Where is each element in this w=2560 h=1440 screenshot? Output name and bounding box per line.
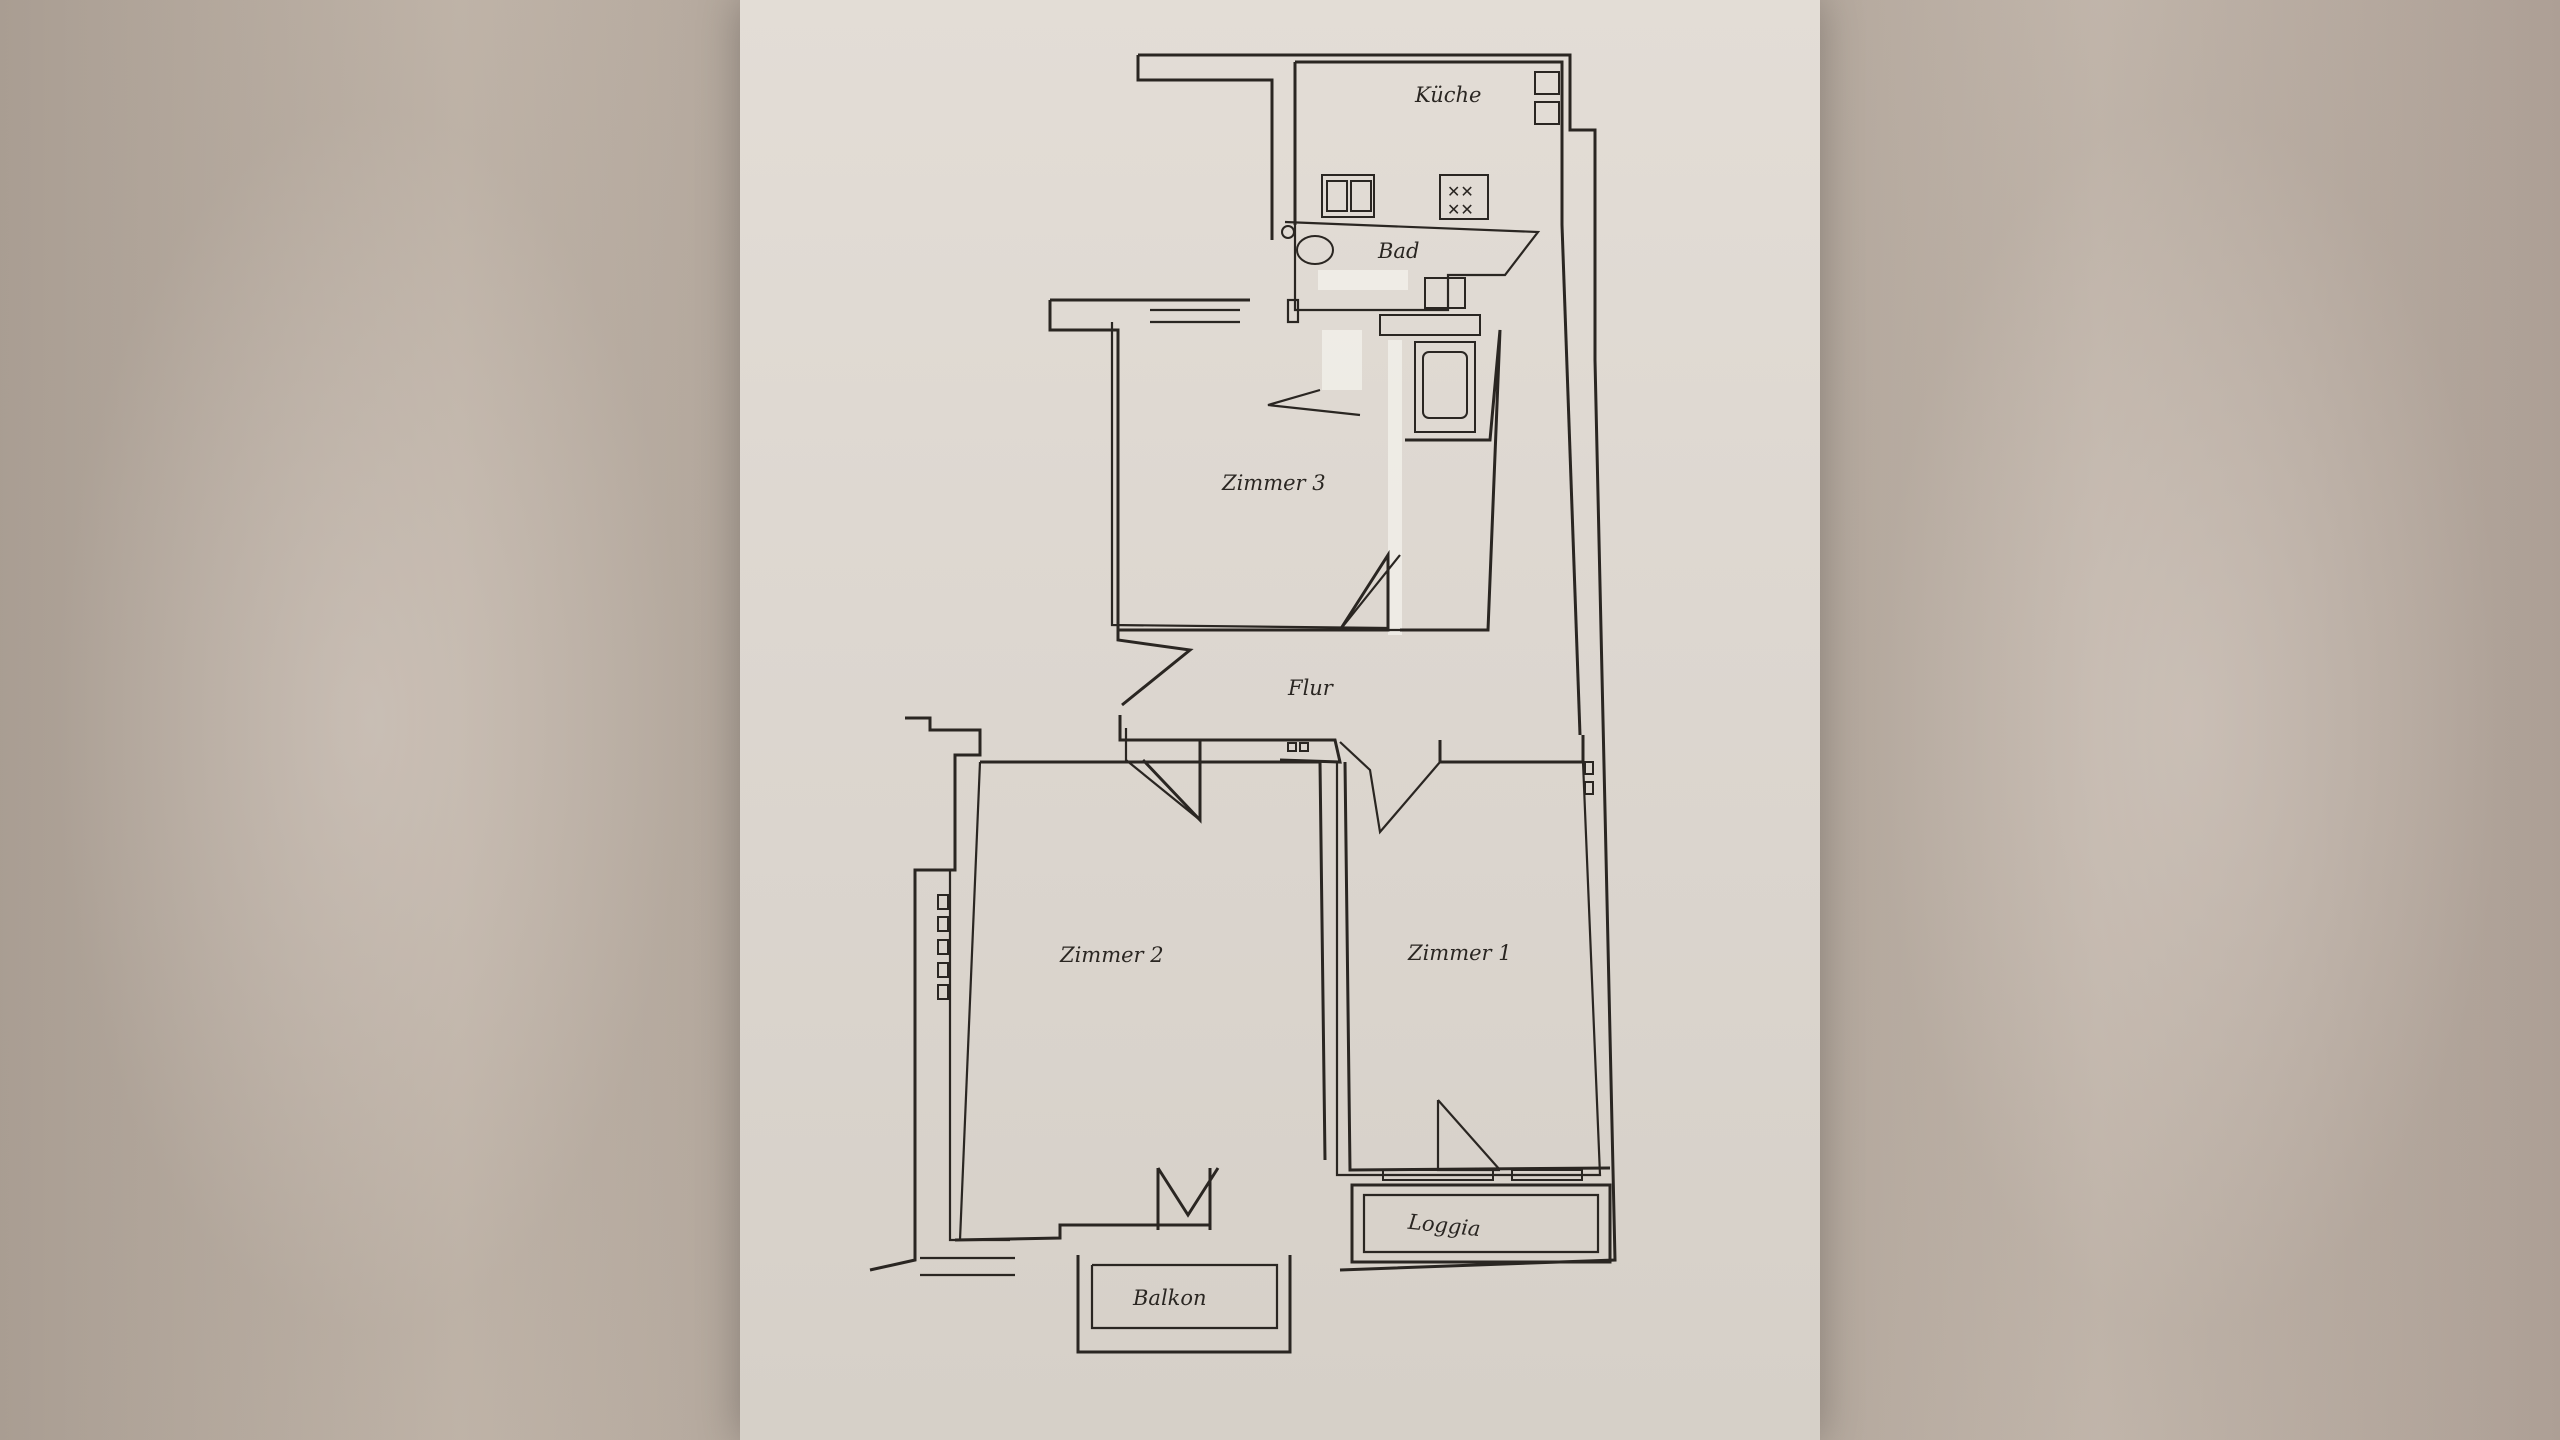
sink-icon <box>1321 174 1375 218</box>
window-icon <box>937 894 949 910</box>
chimney-icon <box>1534 101 1560 125</box>
flur-right-wall <box>1438 735 1585 764</box>
floor-plan-drawing: ✕✕ ✕✕ <box>869 53 1617 1354</box>
balkon-walls <box>1076 1255 1292 1354</box>
room-label-kueche: Küche <box>1414 83 1481 107</box>
correction-tape <box>1322 330 1362 390</box>
room-label-balkon: Balkon <box>1132 1286 1207 1310</box>
outer-wall-right <box>1339 359 1617 1272</box>
bathtub-inner-icon <box>1422 351 1468 419</box>
balkon-door <box>1156 1167 1220 1230</box>
correction-tape <box>1318 270 1408 290</box>
shelf-icon <box>1379 314 1481 336</box>
zimmer2-left-wall <box>948 870 1010 1242</box>
loggia-door <box>1436 1099 1501 1172</box>
blurred-left-margin <box>0 0 740 1440</box>
stove-burner-icon: ✕✕ <box>1447 200 1474 219</box>
outer-wall-top <box>1138 53 1597 360</box>
zimmer2-inner-left <box>958 761 982 1241</box>
zimmer1-walls <box>1343 761 1611 1172</box>
zimmer3-door-swing <box>1337 554 1401 632</box>
zimmer2-bottom-wall <box>954 1223 1210 1242</box>
sink-basin-right-icon <box>1350 180 1372 212</box>
threshold-icon <box>1511 1169 1583 1181</box>
zimmer2-outer-walls <box>869 716 982 1272</box>
room-label-flur: Flur <box>1287 676 1335 700</box>
toilet-icon <box>1296 235 1334 265</box>
flur-walls <box>1116 630 1194 707</box>
kitchen-inner-wall <box>1295 60 1564 225</box>
window-icon <box>1584 761 1594 775</box>
socket-icon <box>1287 742 1297 752</box>
flur-divider <box>1200 738 1342 764</box>
blurred-right-margin <box>1820 0 2560 1440</box>
bad-walls <box>1284 220 1541 312</box>
loggia-inner <box>1362 1193 1600 1254</box>
room-label-zimmer1: Zimmer 1 <box>1407 941 1512 965</box>
loggia-walls <box>1350 1183 1612 1264</box>
threshold-icon <box>1382 1169 1494 1181</box>
zimmer2-bottom-window <box>920 1256 1015 1277</box>
sink-basin-left-icon <box>1326 180 1348 212</box>
drain-icon <box>1281 225 1295 239</box>
room-label-loggia: Loggia <box>1406 1210 1482 1242</box>
window-icon <box>937 962 949 978</box>
flur-door-zimmer1 <box>1339 741 1441 835</box>
flur-door-zimmer2 <box>1124 728 1201 821</box>
floor-plan-sheet: ✕✕ ✕✕ <box>740 0 1820 1440</box>
outer-wall-top-inner <box>1136 55 1274 240</box>
zimmer3-inner <box>1110 322 1389 630</box>
balkon-inner <box>1090 1263 1279 1330</box>
room-label-zimmer3: Zimmer 3 <box>1221 471 1326 495</box>
zimmer3-right-wall <box>1400 329 1502 632</box>
stove-icon <box>1439 174 1489 220</box>
zimmer2-walls <box>980 760 1327 1161</box>
window-icon <box>937 984 949 1000</box>
bad-separator <box>1286 298 1300 324</box>
room-label-zimmer2: Zimmer 2 <box>1059 943 1164 967</box>
outer-wall-right-inner <box>1560 224 1582 736</box>
room-label-bad: Bad <box>1377 239 1419 263</box>
correction-tape <box>1388 340 1402 635</box>
zimmer1-inner <box>1335 761 1602 1177</box>
socket-icon <box>1299 742 1309 752</box>
stove-burner-icon: ✕✕ <box>1447 182 1474 201</box>
window-icon <box>937 939 949 955</box>
chimney-icon <box>1534 71 1560 95</box>
window-icon <box>1584 781 1594 795</box>
washbasin-icon <box>1424 277 1466 309</box>
bathtub-icon <box>1414 341 1476 433</box>
flur-bottom-wall <box>1118 715 1202 824</box>
zimmer3-door <box>1267 388 1361 417</box>
window-icon <box>937 916 949 932</box>
zimmer3-window <box>1150 308 1240 324</box>
